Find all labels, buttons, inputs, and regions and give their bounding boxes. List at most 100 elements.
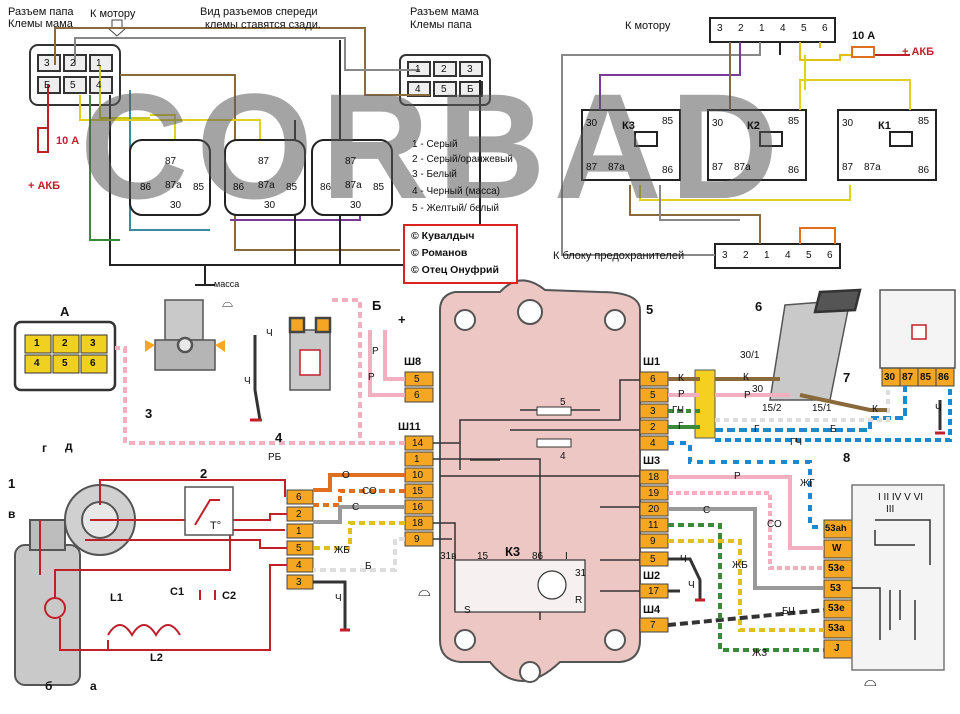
ign-pin: 30/1 xyxy=(740,350,760,361)
relay-pin: 87а xyxy=(165,180,182,191)
conn-a-pin: 5 xyxy=(62,358,68,369)
component-5: 5 xyxy=(646,302,654,317)
wire-code: Ч xyxy=(680,554,687,565)
sh3-pin: 9 xyxy=(650,536,656,547)
tr-relay-pin: 87 xyxy=(712,162,724,173)
relay-pin: 87 xyxy=(165,156,177,167)
conn-a-pin: 6 xyxy=(90,358,96,369)
wire-code: БЧ xyxy=(782,606,795,617)
relay-k1-label: К1 xyxy=(878,120,891,132)
male-plug-label-right: Клемы папа xyxy=(410,19,472,31)
plug-left-pin: 5 xyxy=(70,80,76,91)
tr-relay-pin: 85 xyxy=(788,116,800,127)
relay7-pin: 30 xyxy=(884,372,896,383)
wire-code: Ч xyxy=(244,376,251,387)
wiper-icon: ⌓ xyxy=(222,294,234,310)
motor-conn-pin: 5 xyxy=(296,543,302,554)
ground-code: Ч xyxy=(688,580,695,591)
sh1-pin: 2 xyxy=(650,422,656,433)
k3-pin: 15 xyxy=(477,551,489,562)
relay-pin: 86 xyxy=(320,182,332,193)
wire-legend-item: 5 - Желтый/ белый xyxy=(412,203,499,214)
wire-code: К xyxy=(678,373,684,384)
switch8-pos3: III xyxy=(886,504,895,515)
letter-g: г xyxy=(42,441,47,455)
tr-conn-bot-pin: 2 xyxy=(743,250,749,261)
wire-code: РБ xyxy=(268,452,282,463)
wire-code: Б xyxy=(830,424,837,435)
tr-conn-top-pin: 6 xyxy=(822,23,828,34)
sh4-pin: 7 xyxy=(650,620,656,631)
wire-code: Г xyxy=(678,421,684,432)
component-2: 2 xyxy=(200,466,208,481)
fuse-label-left: 10 А xyxy=(56,135,80,147)
sh11-pin: 10 xyxy=(412,470,424,481)
switch8-positions: I II IV V VI xyxy=(878,492,924,503)
conn-a-pin: 3 xyxy=(90,338,96,349)
label-b: Б xyxy=(372,298,382,313)
letter-d: д xyxy=(65,439,73,453)
header-sh4: Ш4 xyxy=(643,604,661,616)
male-plug-label: Разъем папа xyxy=(8,6,74,18)
relay-pin: 87 xyxy=(258,156,270,167)
letter-v: в xyxy=(8,507,16,521)
sh3-pin: 18 xyxy=(648,472,660,483)
wire-code: Р xyxy=(744,390,751,401)
tr-relay-pin: 87а xyxy=(734,162,751,173)
relay-pin: 87а xyxy=(345,180,362,191)
motor-conn-pin: 3 xyxy=(296,577,302,588)
wire-code: Г xyxy=(754,424,760,435)
resistor-label: 5 xyxy=(560,397,566,408)
component-8: 8 xyxy=(843,450,851,465)
credit-item: © Романов xyxy=(411,247,468,259)
sh3-pin: 19 xyxy=(648,488,660,499)
label-l2: L2 xyxy=(150,652,163,664)
switch8-pin: J xyxy=(834,643,840,654)
label-c2: C2 xyxy=(222,590,237,602)
letter-a: а xyxy=(90,679,97,693)
relay-k2-label: К2 xyxy=(747,120,760,132)
sh1-pin: 5 xyxy=(650,390,656,401)
view-note-2: клемы ставятся сзади. xyxy=(205,19,321,31)
tr-conn-bot-pin: 1 xyxy=(764,250,770,261)
header-sh8: Ш8 xyxy=(404,356,422,368)
component-1: 1 xyxy=(8,476,16,491)
letter-b: б xyxy=(45,679,53,693)
tr-conn-top-pin: 5 xyxy=(801,23,807,34)
to-motor-label-left: К мотору xyxy=(90,8,136,20)
switch8-pin: 53 xyxy=(830,583,842,594)
k3-pin: S xyxy=(464,605,471,616)
top-left-scheme xyxy=(29,19,491,286)
tr-relay-pin: 85 xyxy=(662,116,674,127)
relay-pin: 86 xyxy=(140,182,152,193)
sh8-pin: 6 xyxy=(414,390,420,401)
switch8-pin: W xyxy=(832,543,842,554)
mass-label: масса xyxy=(214,279,240,289)
relay-pin: 85 xyxy=(193,182,205,193)
conn-a-pin: 2 xyxy=(62,338,68,349)
sh1-pin: 4 xyxy=(650,438,656,449)
tr-relay-pin: 85 xyxy=(918,116,930,127)
top-right-scheme xyxy=(561,17,937,269)
wire-code: ЖБ xyxy=(334,545,350,556)
credits-box: © Кувалдыч © Романов © Отец Онуфрий xyxy=(403,224,518,284)
tr-conn-bot-pin: 6 xyxy=(827,250,833,261)
tr-relay-pin: 86 xyxy=(918,165,930,176)
k3-block-label: К3 xyxy=(505,544,521,559)
tr-conn-top-pin: 1 xyxy=(759,23,765,34)
wire-code: С xyxy=(703,505,711,516)
tr-conn-top-pin: 2 xyxy=(738,23,744,34)
sh8-pin: 5 xyxy=(414,374,420,385)
wire-legend-item: 3 - Белый xyxy=(412,169,457,180)
sh3-pin: 20 xyxy=(648,504,660,515)
plug-left-pin: 1 xyxy=(96,58,102,69)
label-l1: L1 xyxy=(110,592,123,604)
wire-code: СО xyxy=(767,519,782,530)
wire-code: К xyxy=(872,404,878,415)
connector-a-label: А xyxy=(60,304,70,319)
component-6: 6 xyxy=(755,299,763,314)
sh2-pin: 17 xyxy=(648,586,660,597)
motor-conn-pin: 6 xyxy=(296,492,302,503)
sh2-pin: 5 xyxy=(650,554,656,565)
